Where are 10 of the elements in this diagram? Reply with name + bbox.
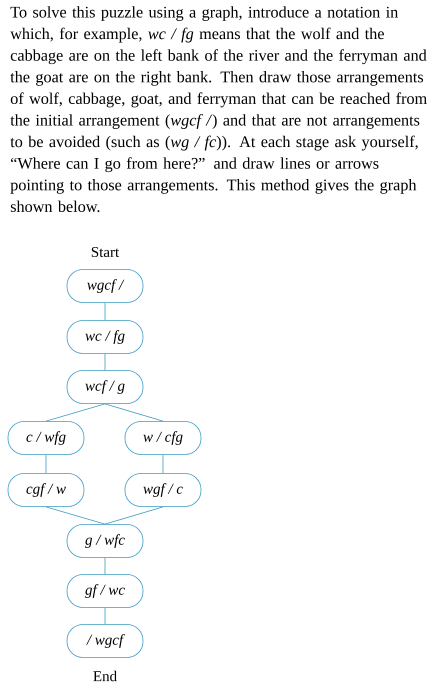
connector-line xyxy=(104,506,164,524)
connector-line xyxy=(104,404,164,422)
connector-line xyxy=(46,404,106,422)
connector-line xyxy=(104,354,106,370)
paragraph: To solve this puzzle using a graph, introduce a notation in which, for example, wc / fg means that the wolf and the cabbage are on the left bank of the river and the ferryman and the goat are on the right bank. Then draw those arrangements of wolf, cabbage, goat, and ferryman that can be reached from the initial arrangement (wgcf /) and that are not arrangements to be avoided (such as (wg / fc)). At each stage ask yourself, “Where can I go from here?” and draw lines or arrows pointing to those arrangements. This method gives the graph shown below. xyxy=(10,6,427,212)
connector-line xyxy=(46,506,106,524)
connector-line xyxy=(104,302,106,320)
connector-line xyxy=(104,608,106,624)
connector-line xyxy=(104,558,106,574)
connector-line xyxy=(162,454,164,474)
